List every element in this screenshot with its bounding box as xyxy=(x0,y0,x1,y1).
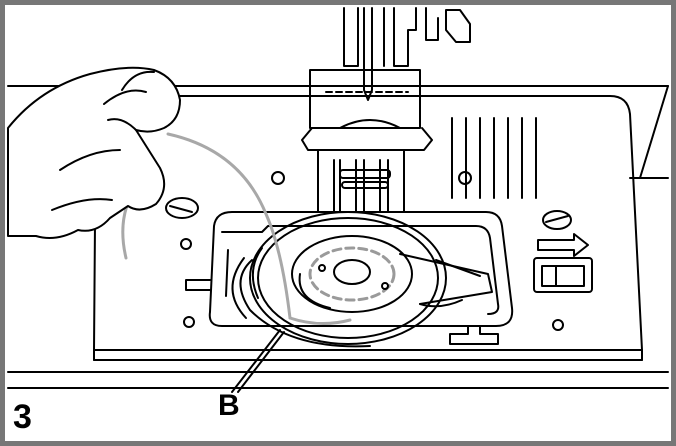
bobbin-compartment xyxy=(185,211,514,348)
callout-label-b: B xyxy=(218,389,240,422)
step-number: 3 xyxy=(13,398,32,436)
hand xyxy=(7,66,181,239)
needle-plate xyxy=(93,95,643,361)
bobbin xyxy=(291,235,413,313)
presser-foot xyxy=(301,7,471,213)
callout-leader xyxy=(231,329,285,393)
